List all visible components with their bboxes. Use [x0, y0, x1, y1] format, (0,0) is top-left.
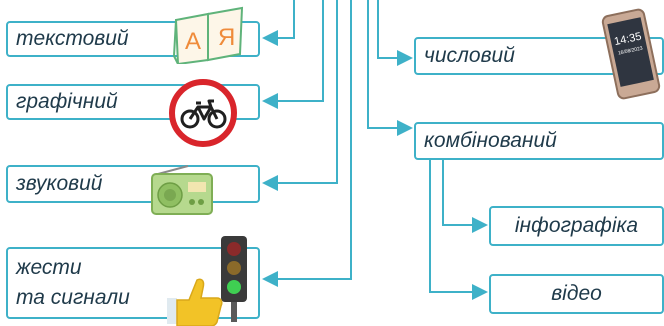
- book-icon: А Я: [172, 6, 244, 64]
- thumbs-up-icon: [167, 278, 223, 326]
- radio-icon: [151, 165, 213, 215]
- type-video-box: відео: [489, 274, 664, 314]
- no-bicycles-sign-icon: [169, 79, 237, 147]
- type-video-label: відео: [551, 282, 602, 305]
- connector-graphic: [262, 0, 324, 109]
- connector-video: [429, 160, 488, 300]
- connector-combined: [367, 0, 413, 136]
- type-sound-label: звуковий: [16, 172, 103, 195]
- phone-date: 16/08/2023: [618, 45, 644, 56]
- type-infographic-label: інфографіка: [514, 214, 639, 237]
- type-combined-box: комбінований: [414, 122, 664, 160]
- connector-text: [262, 0, 295, 46]
- book-letter-ya: Я: [218, 24, 235, 51]
- type-numeric-label: числовий: [424, 44, 515, 67]
- connector-infographic: [442, 160, 488, 233]
- type-gestures-label-2: та сигнали: [16, 286, 130, 309]
- type-sound-box: звуковий: [6, 165, 260, 203]
- type-gestures-label-1: жести: [16, 256, 82, 279]
- phone-time: 14:35: [613, 31, 642, 48]
- type-infographic-box: інфографіка: [489, 206, 664, 246]
- connector-numeric: [377, 0, 413, 66]
- book-letter-a: А: [185, 28, 201, 55]
- type-combined-label: комбінований: [424, 129, 557, 152]
- type-graphic-label: графічний: [16, 90, 118, 113]
- connector-sound: [262, 0, 338, 191]
- traffic-light-icon: [221, 236, 247, 322]
- type-text-label: текстовий: [16, 27, 129, 50]
- smartphone-icon: 14:35 16/08/2023: [601, 8, 661, 100]
- connector-gestures: [262, 0, 352, 287]
